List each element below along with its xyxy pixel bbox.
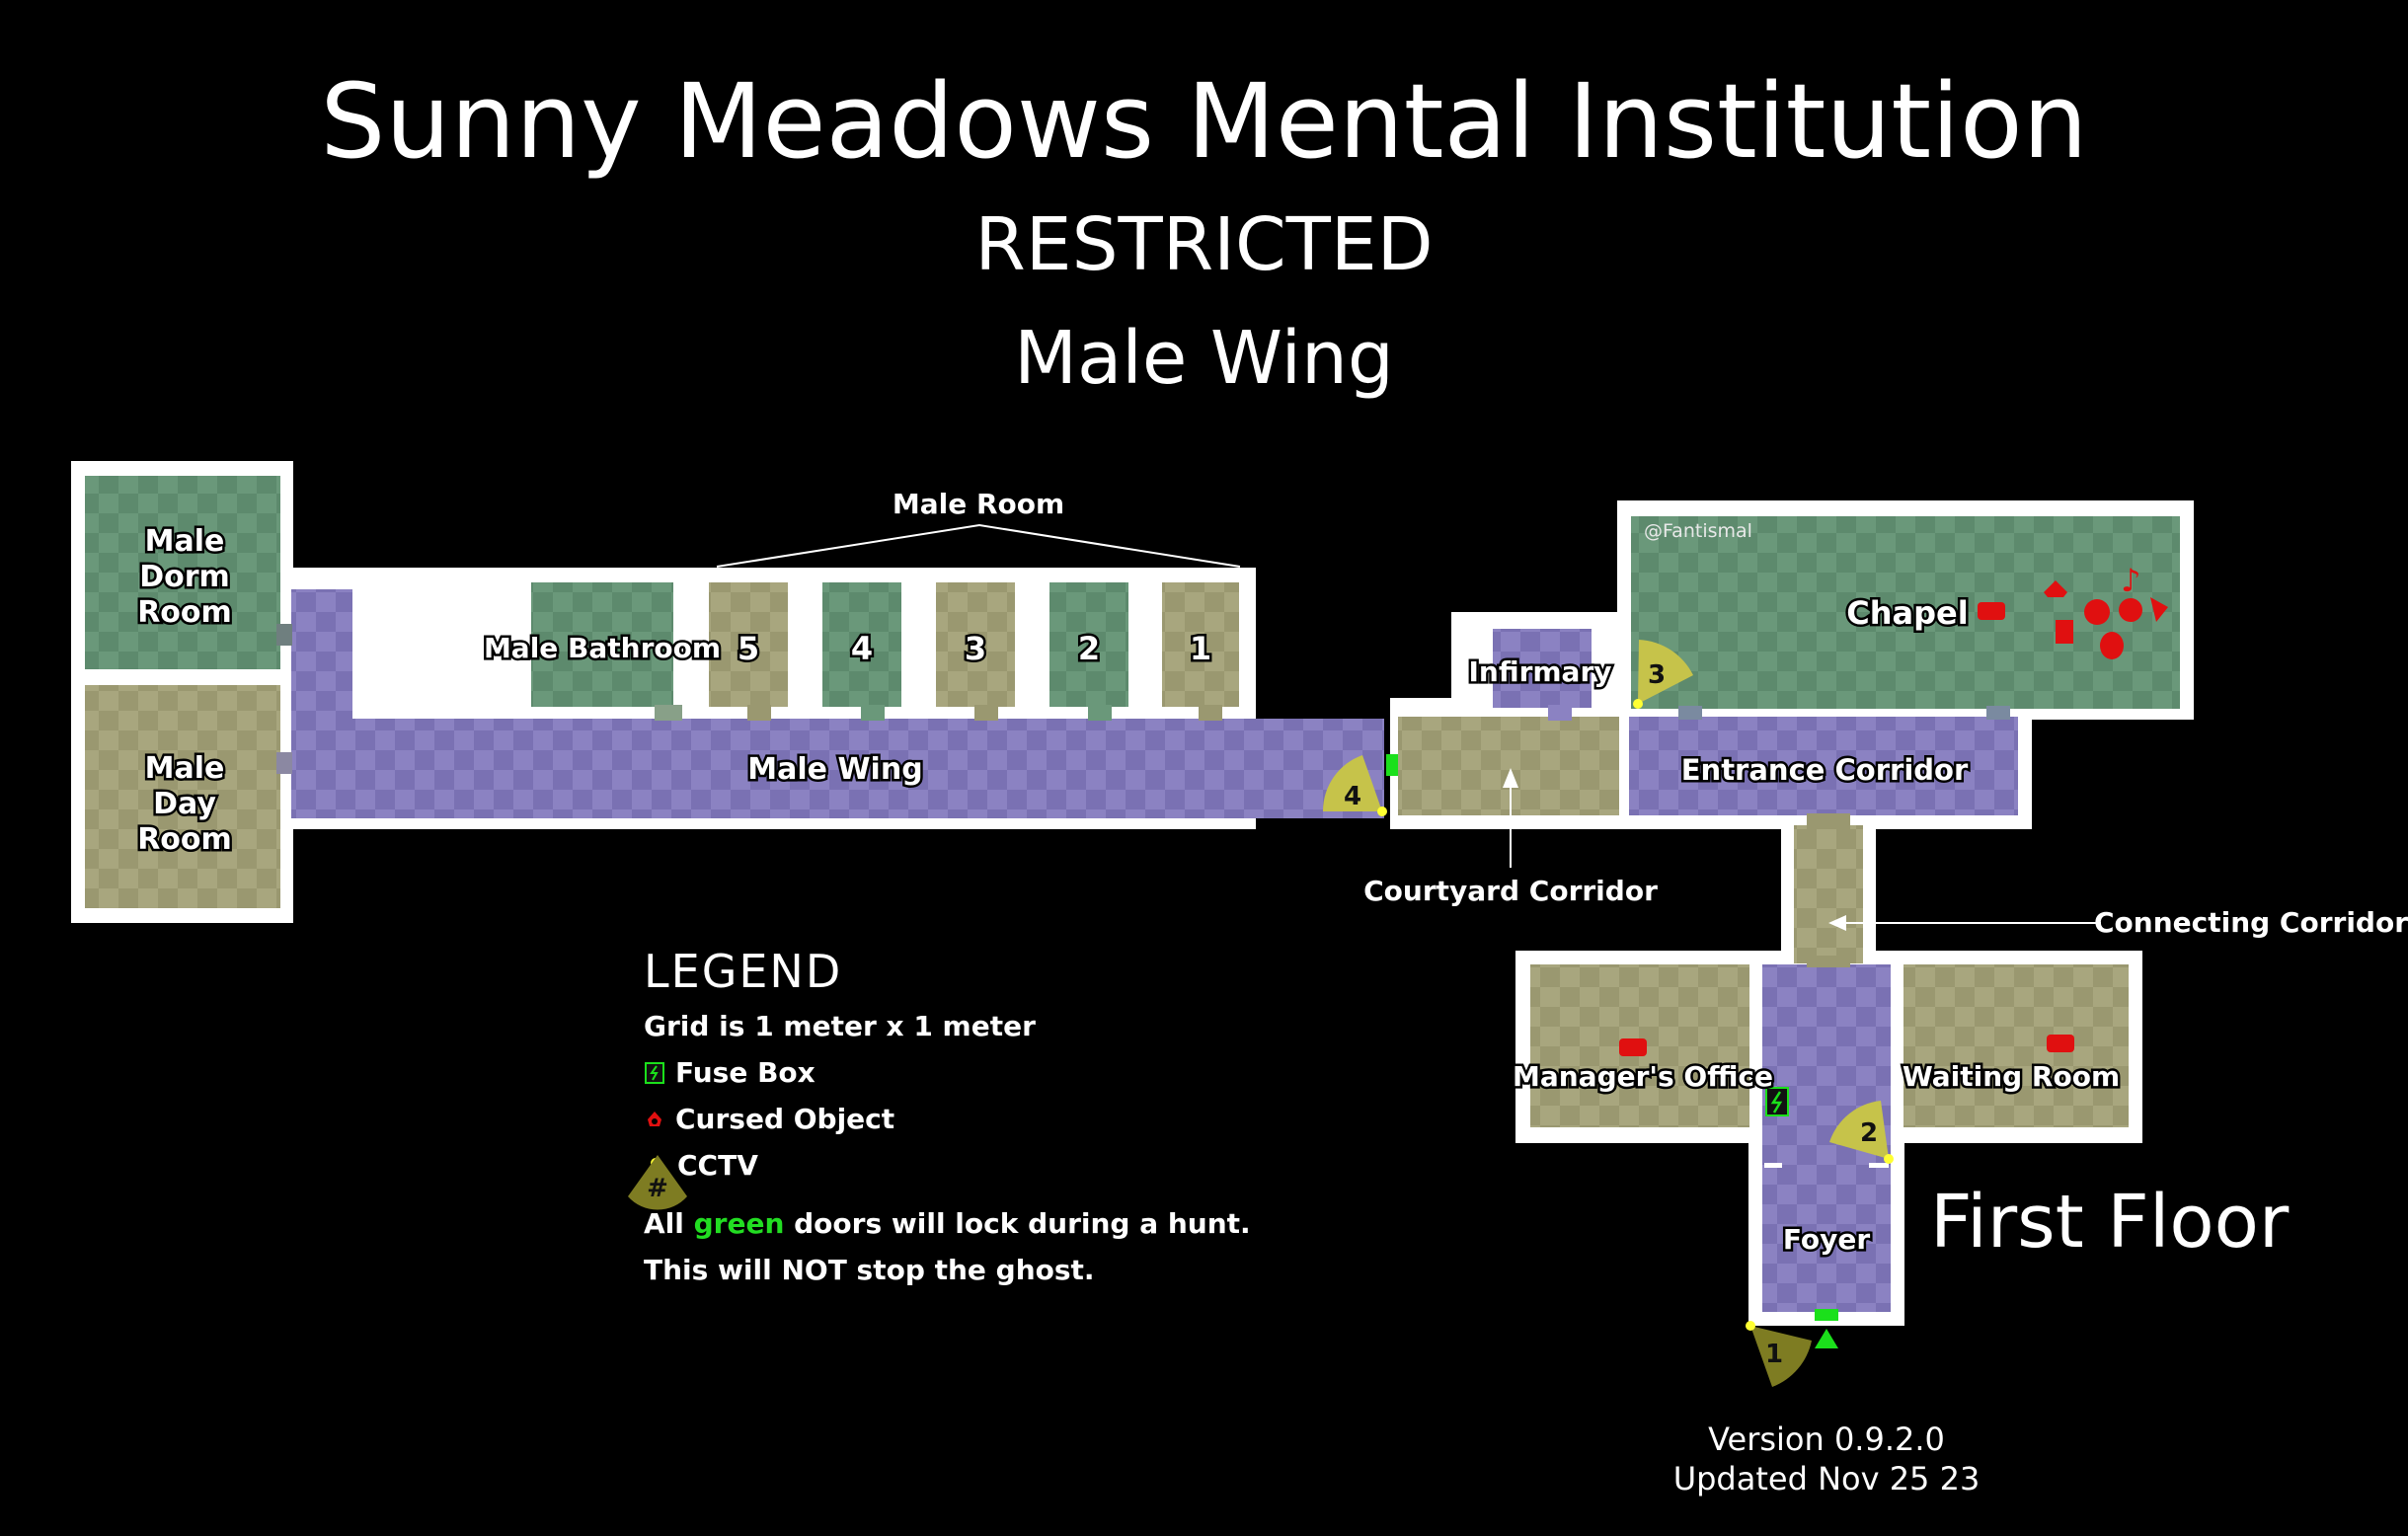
managers-office-label: Manager's Office [1513,1060,1773,1093]
version-text: Version 0.9.2.0 [1708,1421,1945,1458]
chapel-label: Chapel [1846,594,1968,632]
male-dorm-room-label-line: Room [137,595,232,630]
male-day-room [85,685,280,908]
legend-note-green: green [693,1207,785,1240]
male-day-room-label-line: Male [145,751,225,786]
map-subtitle: RESTRICTED [974,202,1434,287]
male-room-bracket [716,523,1241,568]
courtyard-corridor [1398,717,1619,815]
tarot-cards-icon [1619,1038,1647,1056]
cctv-camera-1: 1 [1746,1321,1812,1387]
male-room-1 [1162,582,1239,707]
door-gaps [276,624,2010,967]
cctv-camera-3: 3 [1633,640,1693,709]
svg-text:1: 1 [1765,1340,1783,1369]
legend-grid: Grid is 1 meter x 1 meter [644,1003,1251,1049]
courtyard-pointer-arrow [1503,768,1518,788]
legend-grid-text: Grid is 1 meter x 1 meter [644,1010,1036,1042]
male-room-2-label: 2 [1078,630,1100,667]
svg-text:3: 3 [1648,660,1666,690]
foyer-wall-stub [1764,1163,1782,1168]
male-day-room-label-line: Room [137,822,232,857]
svg-text:2: 2 [1860,1118,1878,1148]
male-wing-label: Male Wing [747,752,922,787]
cursed-object-icon [648,1111,661,1126]
waiting-room [1903,964,2129,1127]
male-room-4 [822,582,901,707]
version-info: Version 0.9.2.0 Updated Nov 25 23 [1639,1420,2014,1498]
legend-cursed-object-text: Cursed Object [675,1103,895,1135]
male-room-1-label: 1 [1190,630,1211,667]
cctv-camera-2: 2 [1829,1101,1894,1164]
cursed-objects: ♪ [1619,562,2168,1056]
male-wing-corridor [291,719,1384,818]
male-dorm-room [85,476,280,669]
male-room-4-label: 4 [851,630,873,667]
male-bathroom [531,582,673,707]
male-room-5-label: 5 [738,630,759,667]
courtyard-corridor-label: Courtyard Corridor [1363,875,1658,907]
legend-cctv-cone: # [628,1155,687,1210]
tarot-cards-icon [2047,1035,2074,1052]
svg-text:4: 4 [1344,782,1361,811]
legend-fuse-box: Fuse Box [644,1049,1251,1096]
entrance-corridor [1629,717,2018,815]
male-room-header: Male Room [893,488,1064,520]
foyer-wall-stub [1869,1163,1889,1168]
music-note-icon: ♪ [2121,562,2140,599]
fuse-box-icon [1765,1087,1789,1116]
legend-cctv-text: CCTV [677,1149,758,1182]
legend-heading: LEGEND [644,945,843,998]
tarot-cards-icon [1978,602,2005,620]
entrance-arrow [1815,1329,1838,1348]
connecting-corridor-label: Connecting Corridor [2094,906,2408,939]
haunted-mirror-icon [2056,620,2073,644]
updated-text: Updated Nov 25 23 [1672,1460,1981,1498]
male-dorm-room-label-line: Dorm [139,560,230,594]
music-box-icon [2044,580,2067,597]
male-room-3-label: 3 [965,630,986,667]
waiting-room-label: Waiting Room [1903,1060,2120,1093]
legend-note-line2: This will NOT stop the ghost. [644,1254,1095,1286]
legend: LEGEND Grid is 1 meter x 1 meter Fuse Bo… [644,940,1251,1293]
author-credit: @Fantismal [1644,520,1752,542]
legend-note-prefix: All [644,1207,684,1240]
legend-cctv-symbol: # [647,1174,668,1203]
entrance-corridor-label: Entrance Corridor [1681,753,1969,787]
green-door-male-wing [1386,754,1398,776]
ouija-board-icon [2119,598,2142,622]
legend-fuse-box-text: Fuse Box [675,1056,816,1089]
infirmary [1493,629,1592,708]
floor-label: First Floor [1930,1180,2290,1265]
summoning-circle-icon [2084,599,2110,625]
legend-cursed-object: Cursed Object [644,1096,1251,1142]
legend-note-line1: All green doors will lock during a hunt. [644,1200,1251,1247]
male-dorm-room-label-line: Male [145,524,225,559]
cctv-camera-4: 4 [1322,755,1387,816]
legend-cctv: CCTV [644,1142,1251,1189]
foyer-label: Foyer [1783,1223,1870,1256]
male-room-2 [1049,582,1128,707]
infirmary-label: Infirmary [1468,655,1611,688]
male-bathroom-label: Male Bathroom [484,632,721,664]
legend-note-suffix: doors will lock during a hunt. [794,1207,1251,1240]
map-title: Sunny Meadows Mental Institution [320,61,2088,182]
connecting-pointer-arrow [1828,915,1846,931]
male-room-5 [709,582,788,707]
male-room-3 [936,582,1015,707]
wing-title: Male Wing [1014,316,1394,401]
monkey-paw-icon [2150,597,2168,622]
fuse-box-icon [645,1061,664,1084]
green-door-foyer [1815,1309,1838,1321]
connecting-corridor [1794,825,1863,963]
voodoo-doll-icon [2100,632,2124,659]
male-day-room-label-line: Day [153,787,216,821]
